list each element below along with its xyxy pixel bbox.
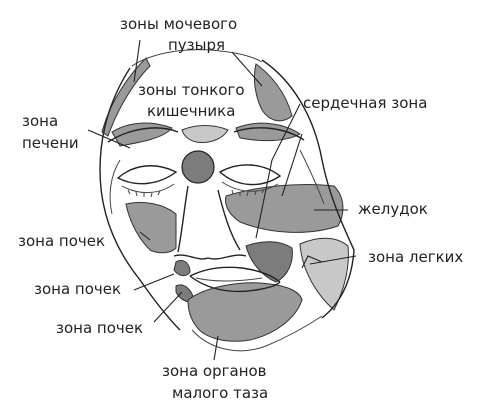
kidney-zone-left: [125, 201, 177, 254]
kidney-zone-mouth-left: [173, 259, 191, 277]
liver-zone-left: [111, 122, 173, 147]
label-heart: сердечная зона: [303, 94, 427, 112]
bladder-zone-right: [253, 63, 293, 122]
lung-zone: [299, 237, 349, 311]
leader-lines: [87, 39, 357, 361]
label-kidneys-1: зона почек: [18, 232, 105, 250]
label-pelvic-line1: зона органов: [162, 362, 267, 380]
label-pelvic-line2: малого таза: [172, 384, 268, 402]
label-lungs: зона легких: [368, 248, 463, 266]
liver-zone-right: [235, 122, 301, 142]
label-bladder-line1: зоны мочевого: [120, 15, 237, 33]
heart-zone: [181, 150, 215, 184]
label-liver-line1: зона: [22, 112, 58, 130]
face-outline: [99, 49, 355, 352]
stomach-zone: [225, 183, 344, 233]
label-small-intestine-line2: кишечника: [147, 102, 235, 120]
label-kidneys-3: зона почек: [56, 319, 143, 337]
small-intestine-zone: [181, 125, 229, 143]
pelvic-zone: [187, 282, 303, 342]
bladder-zone-left: [101, 57, 151, 137]
label-liver-line2: печени: [22, 134, 79, 152]
label-stomach: желудок: [358, 200, 428, 218]
kidney-zone-right-nose: [245, 241, 293, 283]
label-small-intestine-line1: зоны тонкого: [138, 81, 245, 99]
label-bladder-line2: пузыря: [168, 36, 225, 54]
label-kidneys-2: зона почек: [34, 280, 121, 298]
